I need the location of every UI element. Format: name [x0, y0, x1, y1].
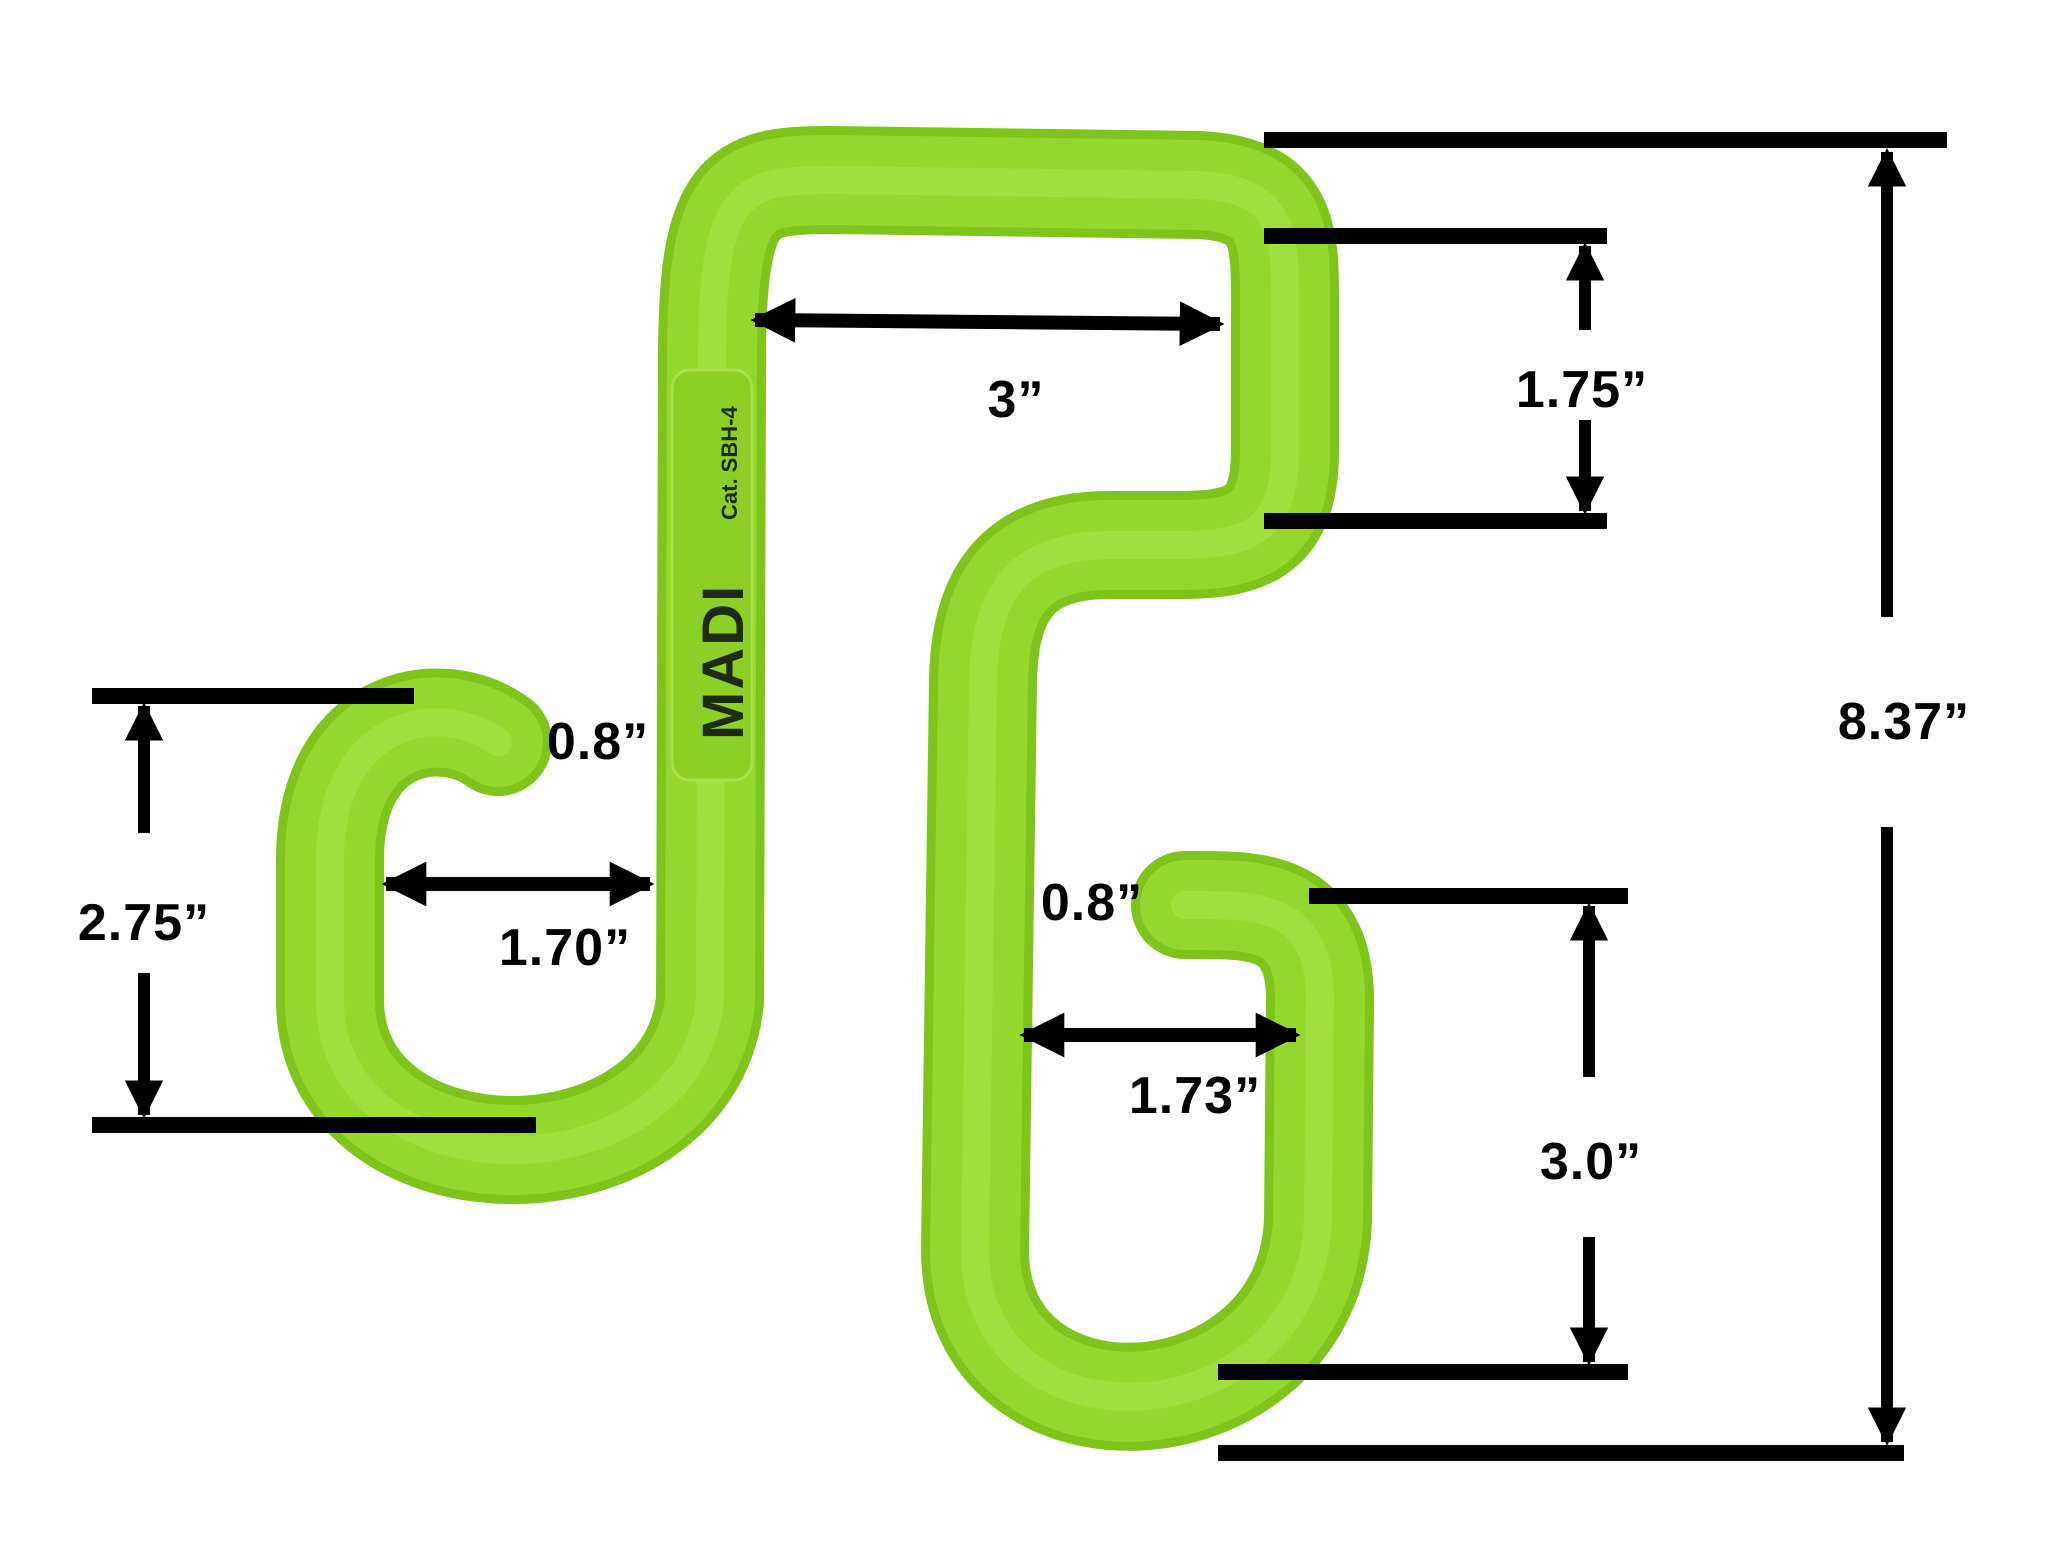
left-hook-height-label: 2.75” — [77, 894, 211, 952]
right-hook-height-label: 3.0” — [1539, 1133, 1643, 1191]
right-hook-gap-label: 0.8” — [1040, 874, 1144, 932]
top-width-label: 3” — [987, 371, 1045, 429]
left-hook-gap-label: 0.8” — [546, 713, 650, 771]
dimension-lines — [92, 132, 1947, 1461]
logo-recess — [670, 368, 754, 782]
top-width-arrow — [750, 297, 1225, 347]
right-hook-width-label: 1.73” — [1128, 1067, 1262, 1125]
brand-logo: MADI — [691, 583, 756, 740]
overall-height-label: 8.37” — [1837, 693, 1971, 751]
left-hook-width-label: 1.70” — [498, 919, 632, 977]
top-opening-height-label: 1.75” — [1515, 361, 1649, 419]
catalog-number: Cat. SBH-4 — [717, 406, 742, 520]
s-hook-body — [276, 126, 1374, 1451]
